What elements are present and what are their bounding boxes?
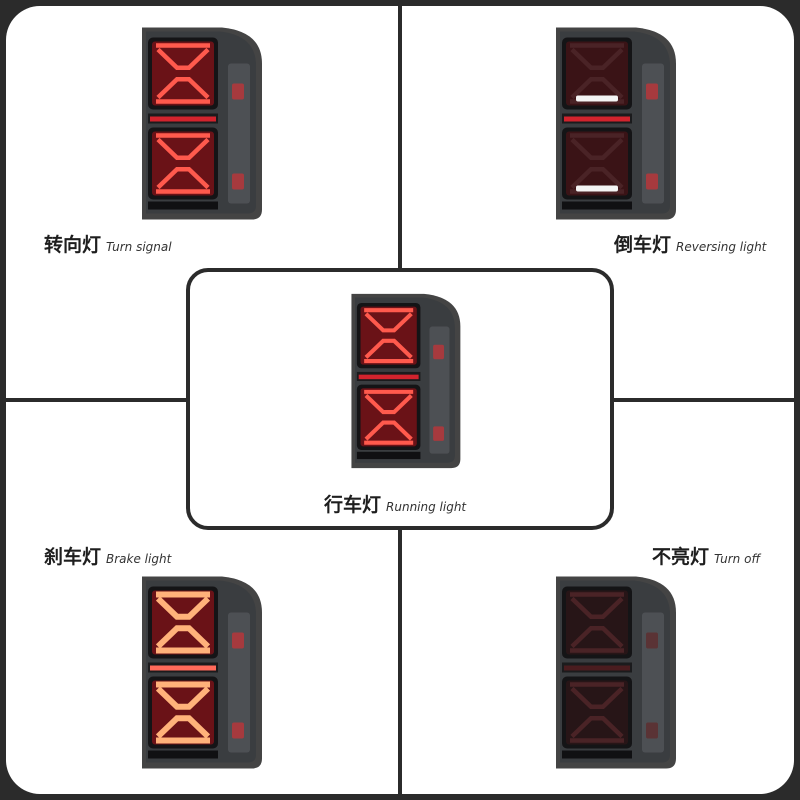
caption-reversing-light: 倒车灯 Reversing light [614,230,766,257]
caption-turn-off: 不亮灯 Turn off [652,542,760,569]
caption-cn: 倒车灯 [614,234,672,256]
caption-cn: 转向灯 [44,234,102,256]
taillight-image-running [351,293,461,469]
taillight-image-turn [142,27,262,220]
caption-cn: 刹车灯 [44,546,102,568]
caption-running-light: 行车灯 Running light [324,490,466,517]
caption-en: Turn off [714,552,761,566]
caption-brake-light: 刹车灯 Brake light [44,542,171,569]
caption-turn-signal: 转向灯 Turn signal [44,230,172,257]
taillight-image-reverse [556,27,676,220]
caption-cn: 行车灯 [324,494,382,516]
caption-en: Reversing light [676,240,767,254]
panel-turn-signal: 转向灯 Turn signal [6,6,398,398]
caption-en: Turn signal [106,240,172,254]
caption-cn: 不亮灯 [652,546,710,568]
caption-en: Brake light [106,552,172,566]
panel-running-light: 行车灯 Running light [186,268,614,530]
taillight-image-off [556,576,676,769]
caption-en: Running light [386,500,467,514]
taillight-image-brake [142,576,262,769]
